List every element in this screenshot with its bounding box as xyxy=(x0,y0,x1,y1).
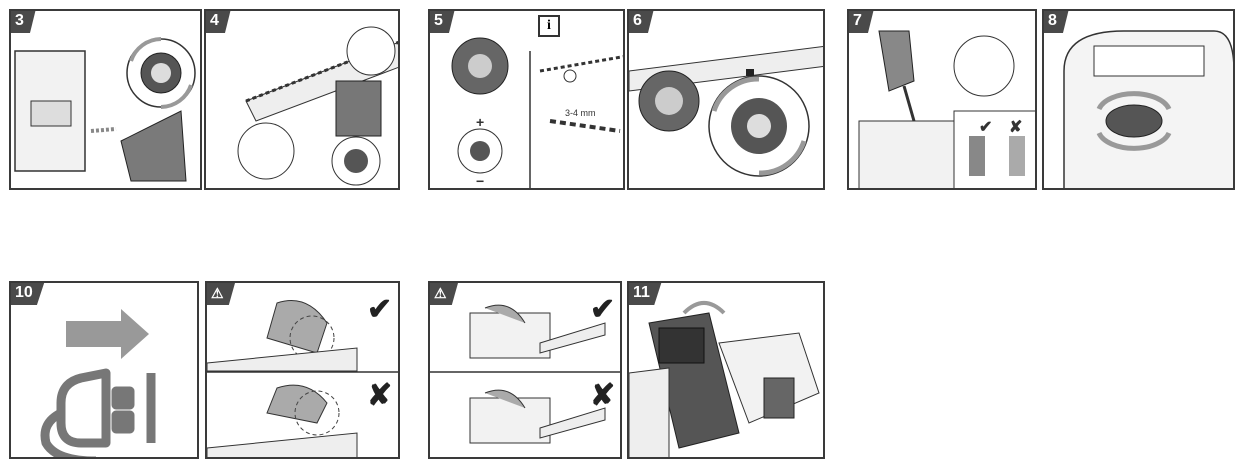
step-number: 10 xyxy=(11,283,45,305)
panel-step-11: 11 xyxy=(627,281,825,459)
step-number: 4 xyxy=(206,11,231,33)
chain-tension-illustration xyxy=(451,37,623,188)
step-number: 3 xyxy=(11,11,36,33)
plug-icon xyxy=(40,368,156,457)
panel-step-4: 4 xyxy=(204,9,400,190)
check-mark: ✔ xyxy=(367,293,393,326)
oil-cap-illustration xyxy=(1063,30,1233,188)
step-number: 7 xyxy=(849,11,874,33)
chainsaw-cover-illustration xyxy=(14,37,196,182)
step-number: 11 xyxy=(629,283,662,305)
lock-knob-illustration xyxy=(629,46,823,177)
arrow-right-icon xyxy=(66,309,149,359)
plus-label: + xyxy=(476,114,485,130)
step-number: 6 xyxy=(629,11,654,33)
step-number: 5 xyxy=(430,11,455,33)
minus-label: − xyxy=(476,173,485,189)
panel-warning-hold: ⚠ ✔ ✘ xyxy=(428,281,622,459)
unplug-illustration xyxy=(40,309,156,457)
panel-step-5: 5 i 3-4 mm + − xyxy=(428,9,625,190)
lock-icon xyxy=(746,69,754,76)
step-number: 8 xyxy=(1044,11,1069,33)
panel-step-10: 10 xyxy=(9,281,199,459)
cross-mark: ✘ xyxy=(367,379,393,412)
cross-mark: ✘ xyxy=(1009,119,1023,136)
warning-icon: ⚠ xyxy=(430,283,459,305)
panel-step-7: 7 i ✔ ✘ xyxy=(847,9,1037,190)
warning-icon: ⚠ xyxy=(207,283,236,305)
panel-step-6: 6 xyxy=(627,9,825,190)
info-icon: i xyxy=(538,15,560,37)
panel-warning-grip: ⚠ ✔ ✘ xyxy=(205,281,400,459)
hand-grip-illustration xyxy=(207,300,398,457)
check-mark: ✔ xyxy=(979,119,993,136)
panel-step-8: 8 xyxy=(1042,9,1235,190)
chain-bar-illustration xyxy=(237,26,398,186)
oil-fill-illustration xyxy=(858,30,1035,188)
storage-cover-illustration xyxy=(629,301,820,457)
rotate-arrow-icon xyxy=(682,301,726,315)
two-hand-hold-illustration xyxy=(430,304,620,444)
gap-label: 3-4 mm xyxy=(565,108,596,118)
check-mark: ✔ xyxy=(590,293,616,326)
cross-mark: ✘ xyxy=(590,379,616,412)
panel-step-3: 3 xyxy=(9,9,202,190)
